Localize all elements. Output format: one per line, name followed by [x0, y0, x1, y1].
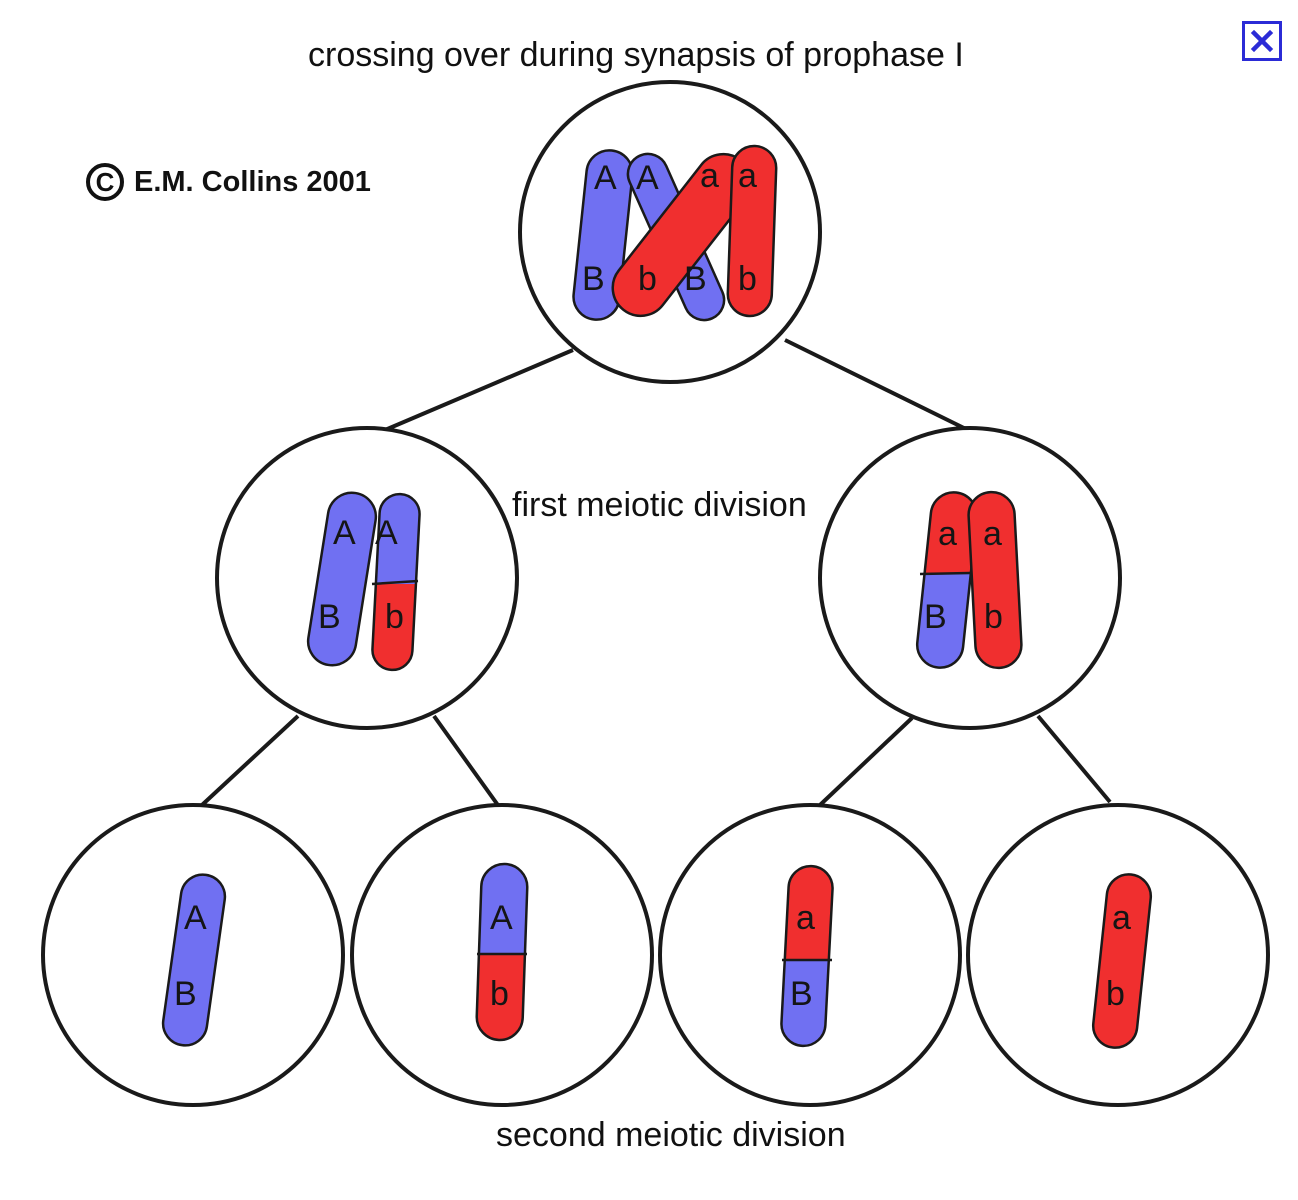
chromosome-b1 — [161, 873, 227, 1047]
allele-b4-2: b — [1106, 975, 1125, 1013]
allele-top-8: b — [738, 260, 757, 298]
connector-lines — [200, 338, 1112, 810]
chromatid-mr-2 — [967, 490, 1023, 670]
allele-top-3: a — [700, 157, 719, 195]
chromatid-ml-1 — [306, 491, 378, 667]
alleles-prophase: A A a a B b B b — [582, 157, 757, 298]
allele-b1-2: B — [174, 975, 197, 1013]
allele-top-2: A — [636, 159, 659, 197]
connector-top-right — [784, 338, 969, 432]
alleles-division1-right: a a B b — [924, 515, 1003, 636]
close-button[interactable] — [1242, 21, 1282, 61]
allele-b2-1: A — [490, 899, 513, 937]
connector-midleft-b2 — [432, 714, 502, 810]
connector-midleft-b1 — [200, 714, 300, 807]
allele-mr-3: B — [924, 598, 947, 636]
allele-top-5: B — [582, 260, 605, 298]
chromatid-paternal-2 — [726, 144, 778, 318]
alleles-division1-left: A A B b — [318, 514, 404, 636]
second-division-label: second meiotic division — [496, 1116, 846, 1154]
allele-mr-1: a — [938, 515, 957, 553]
copyright-text: E.M. Collins 2001 — [134, 165, 371, 198]
connector-top-left — [384, 348, 574, 432]
chromosomes-division1-left — [306, 491, 421, 672]
allele-b4-1: a — [1112, 899, 1131, 937]
first-division-label: first meiotic division — [512, 486, 807, 524]
allele-top-7: B — [684, 260, 707, 298]
allele-mr-2: a — [983, 515, 1002, 553]
allele-b3-1: a — [796, 899, 815, 937]
allele-b2-2: b — [490, 975, 509, 1013]
allele-ml-2: A — [375, 514, 398, 552]
allele-b3-2: B — [790, 975, 813, 1013]
chromosome-b4 — [1091, 873, 1153, 1049]
diagram-title: crossing over during synapsis of prophas… — [308, 36, 964, 74]
chromosome-b3 — [780, 864, 834, 1048]
crossover-boundary-mr — [919, 571, 971, 576]
allele-ml-1: A — [333, 514, 356, 552]
allele-top-1: A — [594, 159, 617, 197]
connector-midright-b3 — [818, 716, 914, 807]
allele-top-6: b — [638, 260, 657, 298]
allele-ml-3: B — [318, 598, 341, 636]
copyright-notice: C E.M. Collins 2001 — [86, 163, 371, 201]
allele-mr-4: b — [984, 598, 1003, 636]
close-icon — [1250, 29, 1274, 53]
allele-ml-4: b — [385, 598, 404, 636]
allele-top-4: a — [738, 157, 757, 195]
allele-b1-1: A — [184, 899, 207, 937]
copyright-icon: C — [86, 163, 124, 201]
crossover-boundary-ml — [371, 579, 419, 586]
connector-midright-b4 — [1036, 714, 1112, 804]
chromosome-b2 — [475, 862, 529, 1042]
chromosomes-prophase — [572, 144, 778, 322]
